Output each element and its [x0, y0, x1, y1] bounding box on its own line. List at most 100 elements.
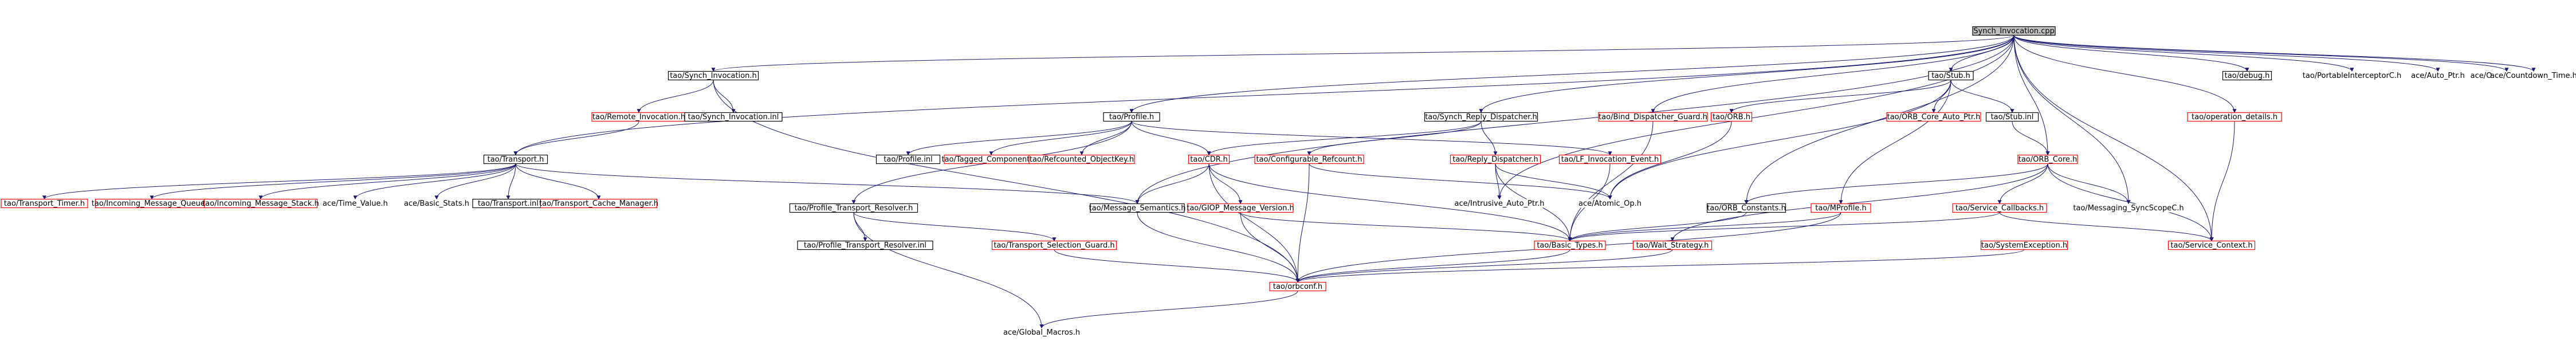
node-label: tao/Transport.inl: [478, 199, 539, 208]
graph-node-tao-refcounted-objectkey-h[interactable]: tao/Refcounted_ObjectKey.h: [1028, 154, 1135, 164]
node-box: [1269, 281, 1326, 292]
graph-node-tao-bind-dispatcher-guard-h[interactable]: tao/Bind_Dispatcher_Guard.h: [1598, 112, 1708, 122]
edge-root-to-n46: [2013, 35, 2536, 72]
edge-n28-to-n30: [1568, 121, 1654, 242]
graph-node-tao-orb-constants-h[interactable]: tao/ORB_Constants.h: [1706, 203, 1786, 213]
graph-node-tao-orb-h[interactable]: tao/ORB.h: [1710, 112, 1753, 122]
graph-node-synch-invocation-cpp[interactable]: Synch_Invocation.cpp: [1972, 26, 2056, 36]
node-label: tao/Stub.h: [1931, 72, 1970, 80]
node-label: ace/Intrusive_Auto_Ptr.h: [1455, 199, 1545, 208]
node-label: tao/GIOP_Message_Version.h: [1187, 204, 1294, 213]
graph-node-tao-tagged-components-h[interactable]: tao/Tagged_Components.h: [941, 154, 1041, 164]
edge-n37-to-n39: [1670, 163, 2048, 242]
graph-node-tao-stub-h[interactable]: tao/Stub.h: [1928, 70, 1974, 81]
node-box: [2299, 71, 2405, 80]
graph-node-tao-service-context-h[interactable]: tao/Service_Context.h: [2167, 240, 2256, 250]
edge-root-to-n43: [2013, 35, 2354, 72]
node-label: tao/Incoming_Message_Stack.h: [202, 199, 319, 208]
graph-node-tao-giop-message-version-h[interactable]: tao/GIOP_Message_Version.h: [1187, 203, 1294, 213]
graph-node-tao-orb-core-h[interactable]: tao/ORB_Core.h: [2017, 154, 2078, 164]
graph-node-ace-auto-ptr-h[interactable]: ace/Auto_Ptr.h: [2408, 71, 2468, 81]
graph-node-tao-basic-types-h[interactable]: tao/Basic_Types.h: [1534, 240, 1606, 250]
graph-node-ace-global-macros-h[interactable]: ace/Global_Macros.h: [1002, 328, 1081, 338]
graph-node-tao-configurable-refcount-h[interactable]: tao/Configurable_Refcount.h: [1254, 154, 1364, 164]
graph-node-tao-transport-selection-guard-h[interactable]: tao/Transport_Selection_Guard.h: [991, 240, 1117, 250]
edge-n4-to-n11: [515, 163, 601, 200]
graph-node-tao-transport-inl[interactable]: tao/Transport.inl: [472, 198, 544, 209]
graph-node-tao-cdr-h[interactable]: tao/CDR.h: [1188, 154, 1230, 164]
graph-node-tao-transport-h[interactable]: tao/Transport.h: [483, 154, 548, 164]
edge-n21-to-n31: [1295, 163, 1310, 283]
graph-node-tao-orbconf-h[interactable]: tao/orbconf.h: [1269, 281, 1326, 292]
edge-n4-to-n6: [150, 163, 516, 200]
graph-node-ace-basic-stats-h[interactable]: ace/Basic_Stats.h: [401, 199, 472, 209]
graph-node-tao-wait-strategy-h[interactable]: tao/Wait_Strategy.h: [1632, 240, 1713, 250]
graph-node-tao-profile-transport-resolver-h[interactable]: tao/Profile_Transport_Resolver.h: [789, 203, 918, 213]
graph-node-tao-stub-inl[interactable]: tao/Stub.inl: [1985, 112, 2039, 122]
node-label: tao/MProfile.h: [1815, 204, 1866, 213]
node-box: [1002, 328, 1081, 337]
graph-node-tao-synch-reply-dispatcher-h[interactable]: tao/Synch_Reply_Dispatcher.h: [1424, 112, 1538, 122]
edge-root-to-n26: [1497, 35, 2015, 200]
graph-node-tao-debug-h[interactable]: tao/debug.h: [2222, 70, 2272, 81]
node-box: [1, 198, 88, 209]
node-label: tao/Profile_Transport_Resolver.h: [795, 204, 913, 213]
graph-node-tao-incoming-message-stack-h[interactable]: tao/Incoming_Message_Stack.h: [202, 198, 319, 209]
edge-n4-to-n5: [42, 163, 516, 200]
edge-n16-to-n32: [853, 212, 1044, 329]
node-box: [2076, 203, 2181, 213]
graph-node-tao-reply-dispatcher-h[interactable]: tao/Reply_Dispatcher.h: [1450, 154, 1541, 164]
graph-node-tao-operation-details-h[interactable]: tao/operation_details.h: [2187, 112, 2282, 122]
node-label: tao/ORB_Core_Auto_Ptr.h: [1887, 113, 1981, 121]
node-label: tao/Synch_Invocation.inl: [688, 113, 779, 121]
graph-node-tao-portableinterceptorc-h[interactable]: tao/PortableInterceptorC.h: [2299, 71, 2405, 81]
node-box: [1811, 203, 1871, 213]
edge-n4-to-n7: [258, 163, 516, 200]
edges-layer: [42, 35, 2536, 329]
node-label: tao/Transport_Cache_Manager.h: [539, 199, 658, 208]
edge-root-to-n33: [1949, 35, 2015, 72]
graph-node-tao-profile-inl[interactable]: tao/Profile.inl: [875, 154, 941, 164]
graph-node-tao-message-semantics-h[interactable]: tao/Message_Semantics.h: [1089, 203, 1186, 213]
edge-n19-to-n21: [1307, 121, 1482, 156]
node-label: tao/debug.h: [2225, 72, 2270, 80]
node-box: [1558, 154, 1662, 164]
node-box: [1534, 240, 1606, 250]
graph-node-tao-lf-invocation-event-h[interactable]: tao/LF_Invocation_Event.h: [1558, 154, 1662, 164]
node-box: [789, 203, 918, 213]
node-box: [1632, 240, 1713, 250]
graph-node-tao-messaging-syncscopec-h[interactable]: tao/Messaging_SyncScopeC.h: [2073, 203, 2184, 213]
graph-node-ace-countdown-time-h[interactable]: ace/Countdown_Time.h: [2490, 71, 2576, 81]
node-box: [401, 199, 472, 208]
edge-n47-to-n48: [2209, 121, 2235, 242]
node-box: [540, 198, 658, 209]
graph-node-tao-remote-invocation-h[interactable]: tao/Remote_Invocation.h: [591, 112, 686, 122]
graph-node-tao-transport-timer-h[interactable]: tao/Transport_Timer.h: [1, 198, 88, 209]
edge-n20-to-n30: [1208, 163, 1572, 242]
node-label: ace/Atomic_Op.h: [1578, 199, 1642, 208]
node-box: [1985, 112, 2039, 122]
node-box: [2167, 240, 2256, 250]
graph-node-tao-profile-h[interactable]: tao/Profile.h: [1103, 112, 1160, 122]
node-label: tao/Message_Semantics.h: [1089, 204, 1186, 213]
graph-node-tao-incoming-message-queue-h[interactable]: tao/Incoming_Message_Queue.h: [92, 198, 212, 209]
graph-node-tao-service-callbacks-h[interactable]: tao/Service_Callbacks.h: [1952, 203, 2047, 213]
edge-n12-to-n14: [989, 121, 1132, 156]
edge-n16-to-n17: [853, 212, 867, 242]
graph-node-ace-intrusive-auto-ptr-h[interactable]: ace/Intrusive_Auto_Ptr.h: [1451, 199, 1548, 209]
graph-node-ace-atomic-op-h[interactable]: ace/Atomic_Op.h: [1578, 199, 1642, 209]
graph-node-tao-synch-invocation-h[interactable]: tao/Synch_Invocation.h: [667, 70, 759, 81]
graph-node-tao-profile-transport-resolver-inl[interactable]: tao/Profile_Transport_Resolver.inl: [797, 240, 933, 250]
graph-node-tao-mprofile-h[interactable]: tao/MProfile.h: [1811, 203, 1871, 213]
graph-node-tao-synch-invocation-inl[interactable]: tao/Synch_Invocation.inl: [684, 112, 783, 122]
graph-node-ace-time-value-h[interactable]: ace/Time_Value.h: [321, 199, 389, 209]
edge-n4-to-n24: [515, 163, 1140, 205]
graph-node-tao-systemexception-h[interactable]: tao/SystemException.h: [1980, 240, 2068, 250]
edge-root-to-n1: [711, 35, 2015, 72]
graph-node-tao-orb-core-auto-ptr-h[interactable]: tao/ORB_Core_Auto_Ptr.h: [1886, 112, 1981, 122]
graph-node-tao-transport-cache-manager-h[interactable]: tao/Transport_Cache_Manager.h: [539, 198, 658, 209]
edge-n12-to-n23: [1131, 121, 1612, 156]
node-box: [321, 199, 389, 208]
node-label: tao/Service_Context.h: [2170, 241, 2252, 250]
